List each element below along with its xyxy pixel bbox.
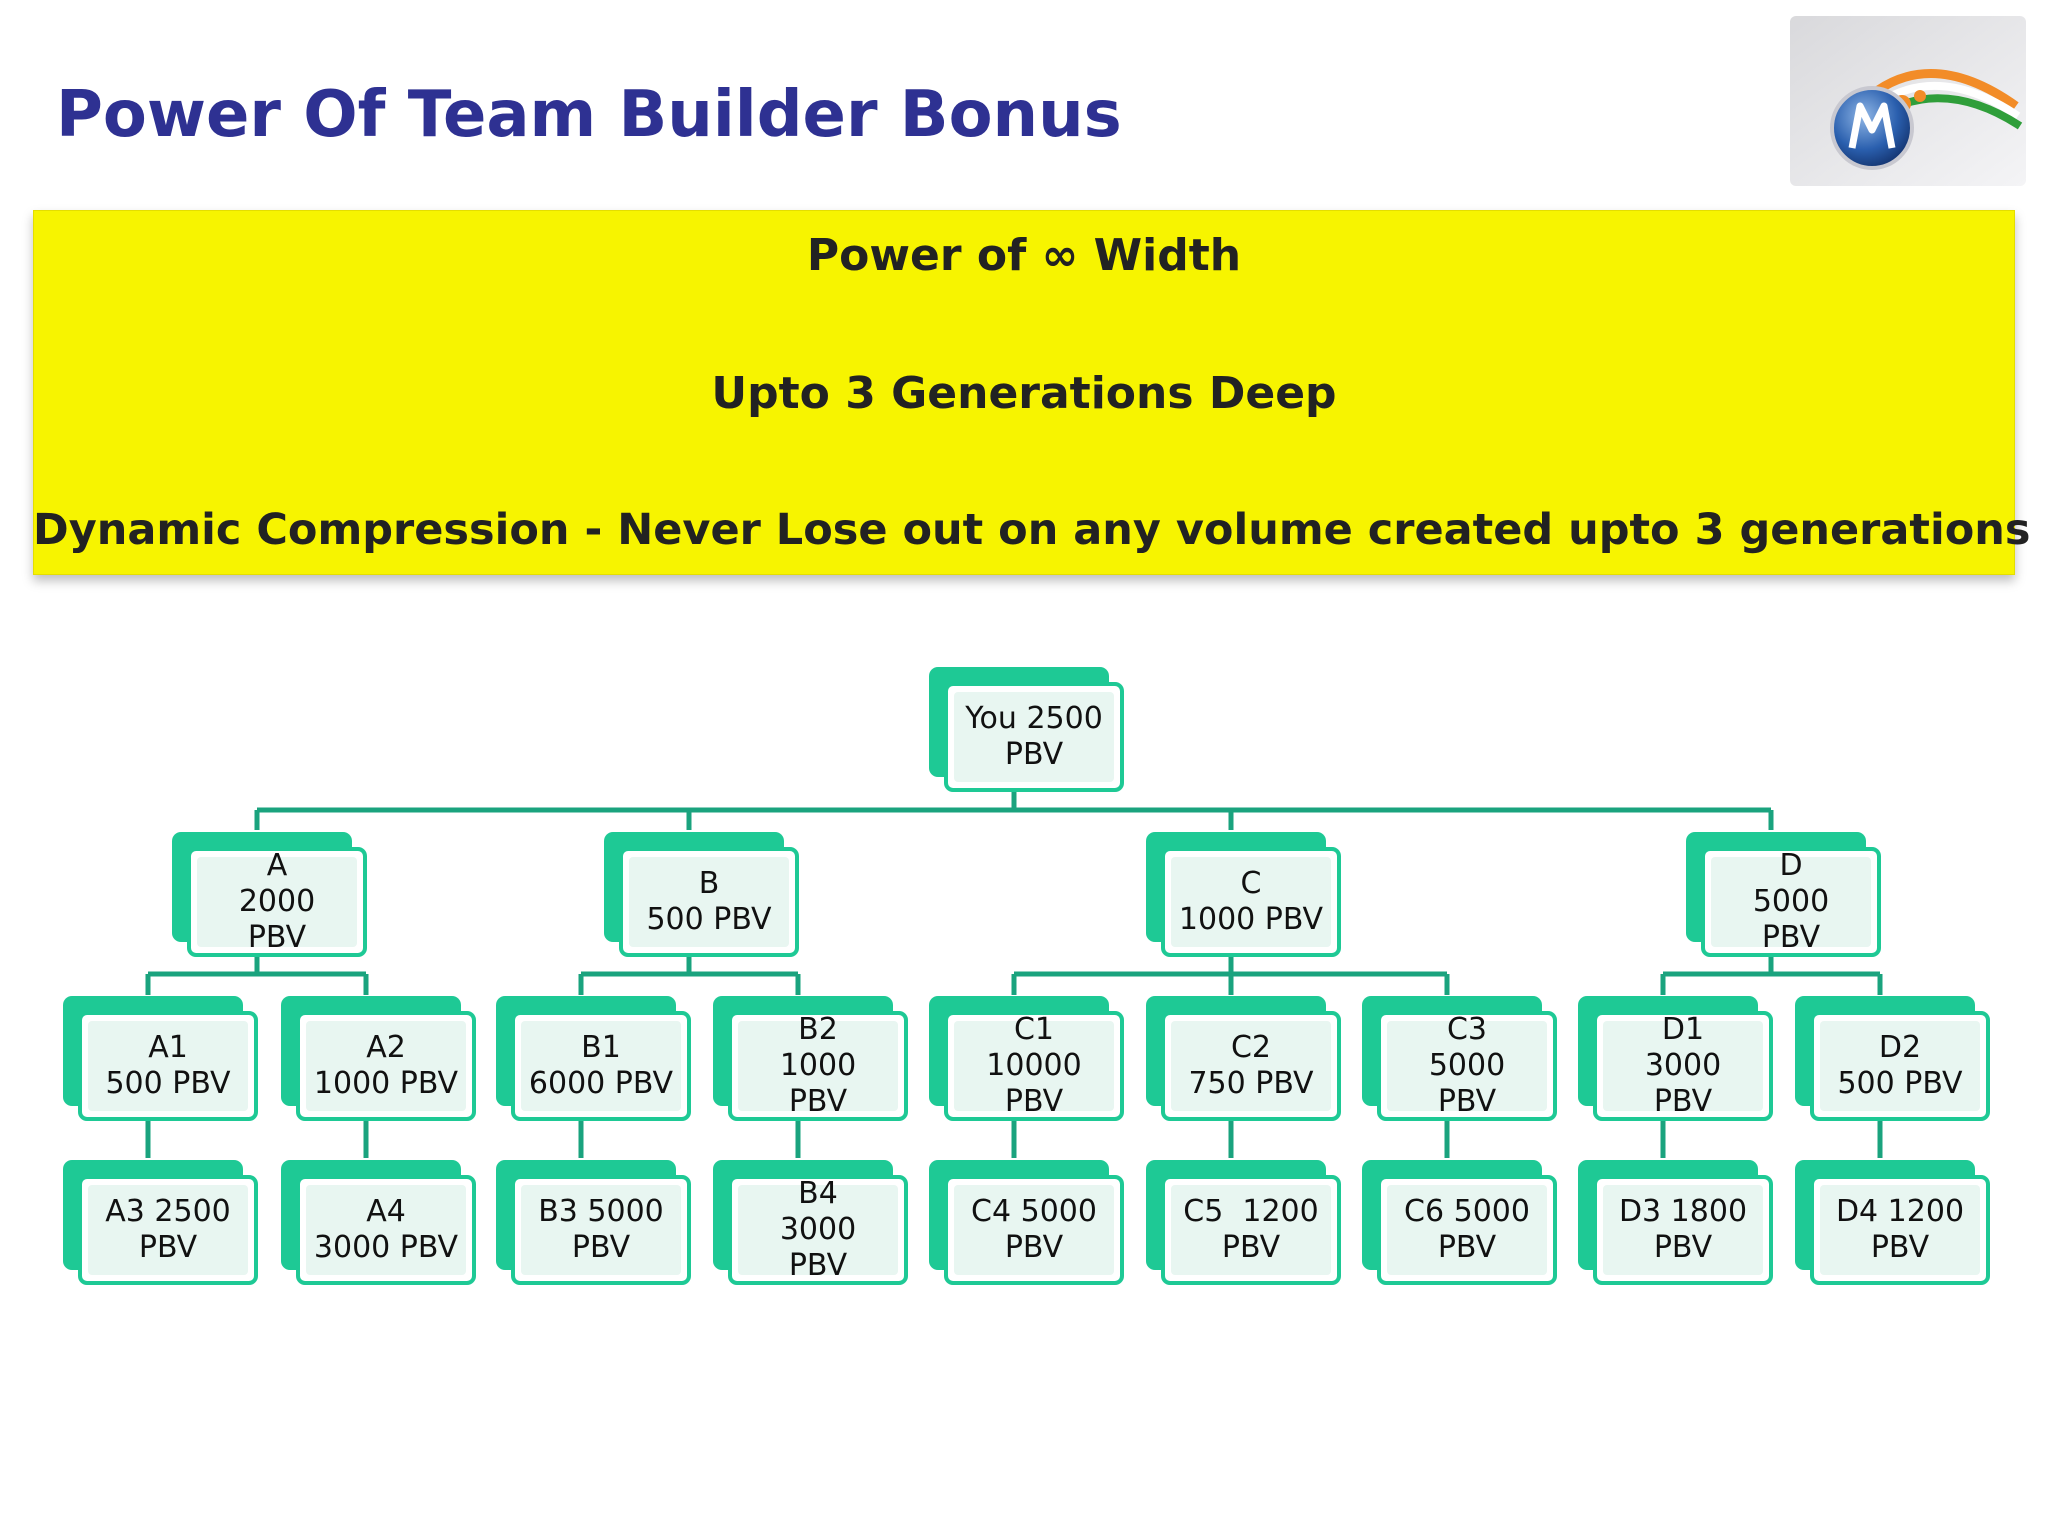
node-label: A2 1000 PBV (313, 1030, 459, 1101)
node-label: C1 10000 PBV (986, 1012, 1082, 1119)
node-label: You 2500 PBV (965, 701, 1103, 772)
node-label: C3 5000 PBV (1428, 1012, 1506, 1119)
tree-node-c1: C1 10000 PBV (929, 996, 1124, 1121)
node-label: A 2000 PBV (238, 848, 316, 955)
tree-node-c6: C6 5000 PBV (1362, 1160, 1557, 1285)
tree-node-b3: B3 5000 PBV (496, 1160, 691, 1285)
tree-node-a4: A4 3000 PBV (281, 1160, 476, 1285)
tree-node-a: A 2000 PBV (172, 832, 367, 957)
tree-node-d3: D3 1800 PBV (1578, 1160, 1773, 1285)
node-label: C2 750 PBV (1188, 1030, 1314, 1101)
node-label: C6 5000 PBV (1404, 1194, 1530, 1265)
tree-node-d1: D1 3000 PBV (1578, 996, 1773, 1121)
tree-node-c: C 1000 PBV (1146, 832, 1341, 957)
banner-line-width: Power of ∞ Width (33, 230, 2015, 281)
tree-node-c5: C5 1200 PBV (1146, 1160, 1341, 1285)
banner-line1-suffix: Width (1078, 230, 1242, 281)
tree-node-you: You 2500 PBV (929, 667, 1124, 792)
node-label: D 5000 PBV (1752, 848, 1830, 955)
node-label: D2 500 PBV (1837, 1030, 1963, 1101)
tree-node-c4: C4 5000 PBV (929, 1160, 1124, 1285)
node-label: D4 1200 PBV (1835, 1194, 1965, 1265)
infinity-symbol: ∞ (1041, 230, 1079, 281)
banner-line-compression: Dynamic Compression - Never Lose out on … (33, 505, 2031, 555)
node-label: C4 5000 PBV (971, 1194, 1097, 1265)
tree-node-b4: B4 3000 PBV (713, 1160, 908, 1285)
node-label: C 1000 PBV (1178, 866, 1324, 937)
node-label: B3 5000 PBV (538, 1194, 664, 1265)
banner-line-generations: Upto 3 Generations Deep (711, 368, 1337, 419)
node-label: A4 3000 PBV (313, 1194, 459, 1265)
node-label: B4 3000 PBV (779, 1176, 857, 1283)
node-label: D1 3000 PBV (1644, 1012, 1722, 1119)
tree-node-a2: A2 1000 PBV (281, 996, 476, 1121)
tree-node-c2: C2 750 PBV (1146, 996, 1341, 1121)
tree-node-b2: B2 1000 PBV (713, 996, 908, 1121)
company-logo (1790, 16, 2026, 186)
node-label: A1 500 PBV (105, 1030, 231, 1101)
tree-node-b: B 500 PBV (604, 832, 799, 957)
node-label: B1 6000 PBV (528, 1030, 674, 1101)
tree-node-a1: A1 500 PBV (63, 996, 258, 1121)
page-title: Power Of Team Builder Bonus (56, 78, 1122, 152)
tree-node-d4: D4 1200 PBV (1795, 1160, 1990, 1285)
banner-line1-text: Power of (806, 230, 1042, 281)
node-label: D3 1800 PBV (1618, 1194, 1748, 1265)
node-label: B2 1000 PBV (779, 1012, 857, 1119)
node-label: A3 2500 PBV (105, 1194, 231, 1265)
tree-node-d: D 5000 PBV (1686, 832, 1881, 957)
highlight-banner: Power of ∞ Width Upto 3 Generations Deep… (33, 210, 2031, 575)
tree-node-b1: B1 6000 PBV (496, 996, 691, 1121)
node-label: C5 1200 PBV (1183, 1194, 1319, 1265)
tree-node-d2: D2 500 PBV (1795, 996, 1990, 1121)
tree-node-c3: C3 5000 PBV (1362, 996, 1557, 1121)
tree-node-a3: A3 2500 PBV (63, 1160, 258, 1285)
node-label: B 500 PBV (646, 866, 772, 937)
